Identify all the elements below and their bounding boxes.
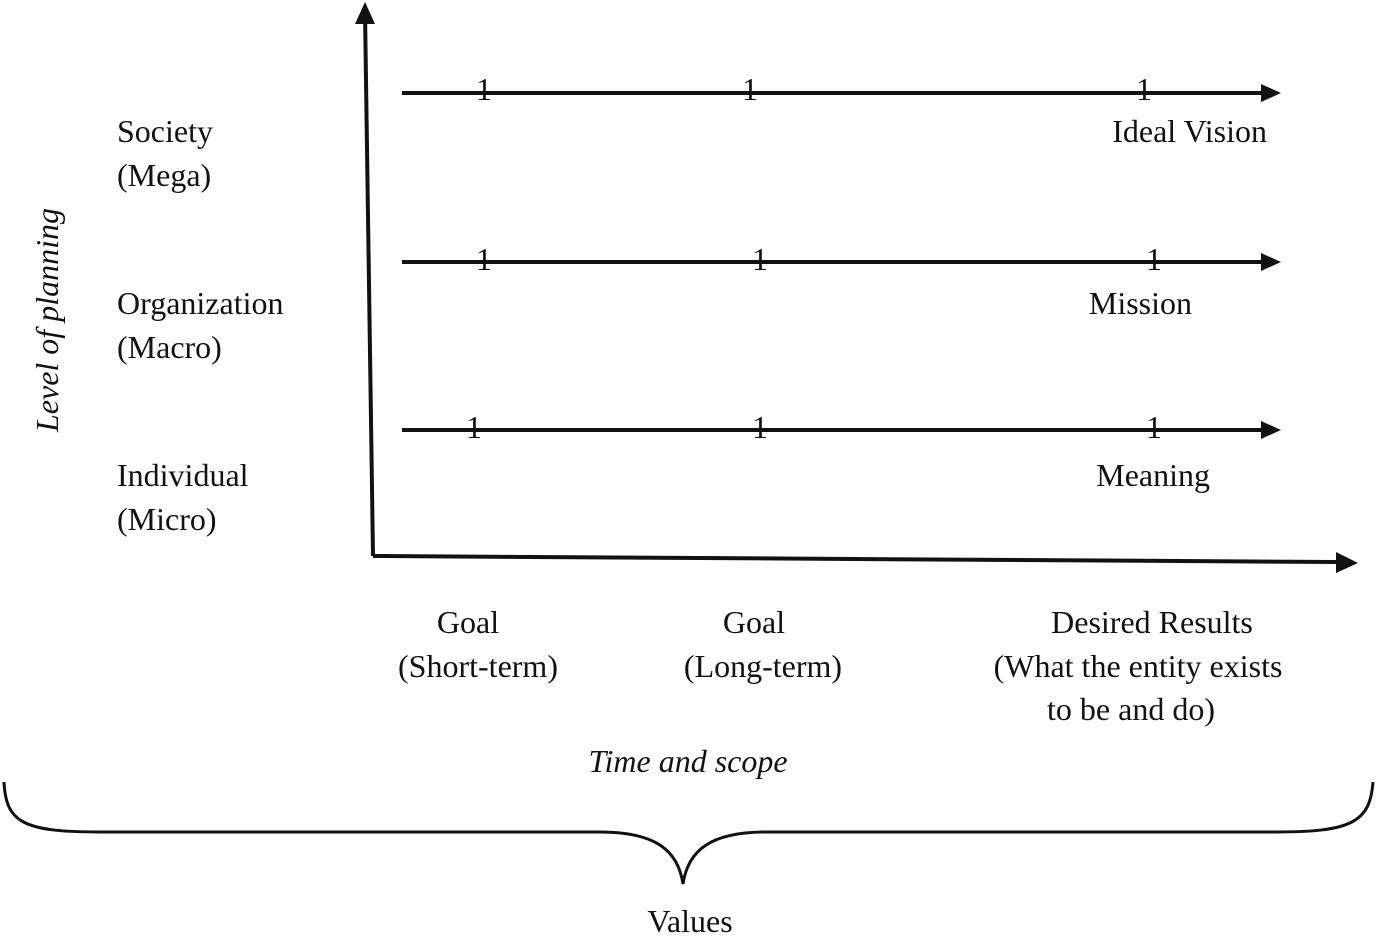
column-short-term-sub: (Short-term) — [398, 648, 558, 684]
timeline-organization-arrowhead — [1261, 253, 1281, 271]
column-long-term-title: Goal — [723, 604, 785, 640]
y-axis-label: Level of planning — [29, 208, 65, 433]
level-organization-name: Organization — [117, 285, 283, 321]
tick-organization-long: 1 — [752, 241, 768, 277]
level-individual-scope: (Micro) — [117, 501, 217, 537]
x-axis — [372, 554, 1339, 564]
end-label-meaning: Meaning — [1096, 457, 1210, 493]
end-label-ideal-vision: Ideal Vision — [1112, 113, 1267, 149]
x-axis-arrowhead — [1336, 552, 1358, 573]
values-brace — [2, 781, 1375, 885]
tick-society-desired: 1 — [1136, 71, 1152, 107]
timeline-individual-arrowhead — [1261, 421, 1281, 439]
column-desired-sub: (What the entity exists — [994, 648, 1283, 684]
column-desired-title: Desired Results — [1051, 604, 1253, 640]
values-label: Values — [647, 903, 732, 939]
tick-individual-short: 1 — [466, 409, 482, 445]
tick-society-long: 1 — [742, 71, 758, 107]
level-society-scope: (Mega) — [117, 157, 211, 193]
column-long-term-sub: (Long-term) — [684, 648, 842, 684]
level-organization-scope: (Macro) — [117, 329, 222, 365]
column-desired-sub-2: to be and do) — [1047, 691, 1215, 727]
tick-society-short: 1 — [476, 71, 492, 107]
tick-organization-desired: 1 — [1146, 241, 1162, 277]
column-short-term-title: Goal — [437, 604, 499, 640]
y-axis-arrowhead — [355, 2, 375, 24]
level-individual-name: Individual — [117, 457, 249, 493]
timeline-society-arrowhead — [1261, 84, 1281, 102]
x-axis-label: Time and scope — [588, 743, 787, 779]
tick-individual-long: 1 — [752, 409, 768, 445]
tick-individual-desired: 1 — [1146, 409, 1162, 445]
y-axis — [363, 11, 375, 557]
end-label-mission: Mission — [1089, 285, 1192, 321]
level-society-name: Society — [117, 113, 213, 149]
tick-organization-short: 1 — [476, 241, 492, 277]
